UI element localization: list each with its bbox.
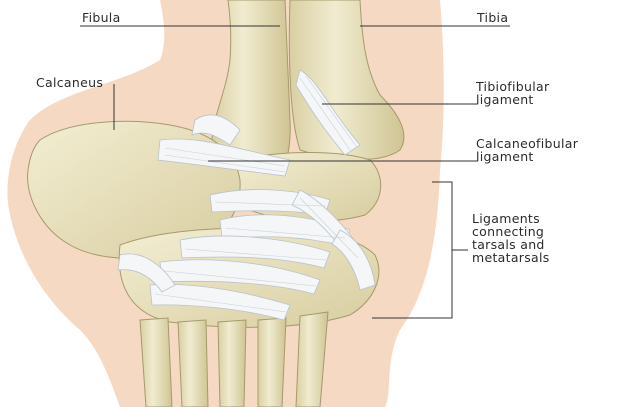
fibula-label: Fibula <box>82 11 121 24</box>
tarsal-ligaments-label: Ligaments connecting tarsals and metatar… <box>472 212 550 264</box>
metatarsal-bones <box>140 312 328 407</box>
tibiofibular-ligament-label: Tibiofibular ligament <box>476 80 549 106</box>
tibia-label: Tibia <box>477 11 508 24</box>
calcaneofibular-ligament-label: Calcaneofibular ligament <box>476 137 578 163</box>
calcaneus-label: Calcaneus <box>36 76 103 89</box>
